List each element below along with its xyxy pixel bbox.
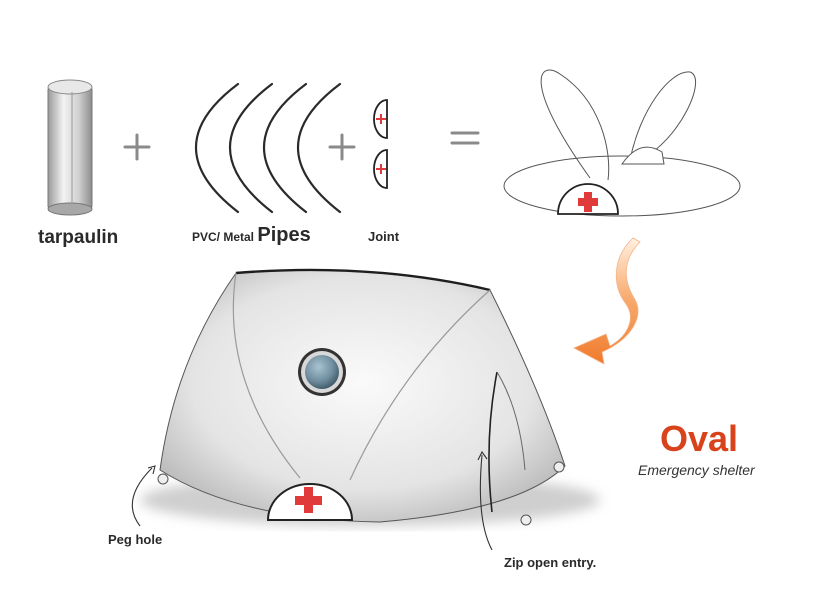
joint-label: Joint	[368, 229, 400, 244]
zip-entry-label: Zip open entry.	[504, 555, 597, 570]
equals-sign	[450, 131, 480, 145]
window-icon	[298, 348, 346, 396]
curved-arrow-icon	[573, 237, 641, 365]
joint-icon	[373, 99, 388, 189]
plus-sign-2	[328, 133, 356, 161]
pipes-label-prefix: PVC/ Metal	[192, 230, 258, 244]
curved-pipe-icon	[194, 82, 342, 214]
tent-illustration	[140, 268, 600, 526]
tarpaulin-label: tarpaulin	[38, 227, 119, 248]
peg-hole-label: Peg hole	[108, 532, 163, 547]
entrance-dome	[266, 483, 354, 521]
tarpaulin-roll-icon	[47, 79, 93, 216]
pipes-label-word: Pipes	[257, 224, 311, 246]
assembled-frame-sketch	[503, 69, 741, 217]
peg-hole-pointer	[131, 465, 156, 527]
pipes-label: PVC/ Metal Pipes	[192, 224, 311, 247]
product-subtitle: Emergency shelter	[638, 462, 755, 478]
zip-entry-pointer	[477, 450, 493, 551]
product-title: Oval	[660, 418, 739, 459]
plus-sign-1	[123, 133, 151, 161]
red-cross-icon	[578, 192, 598, 212]
